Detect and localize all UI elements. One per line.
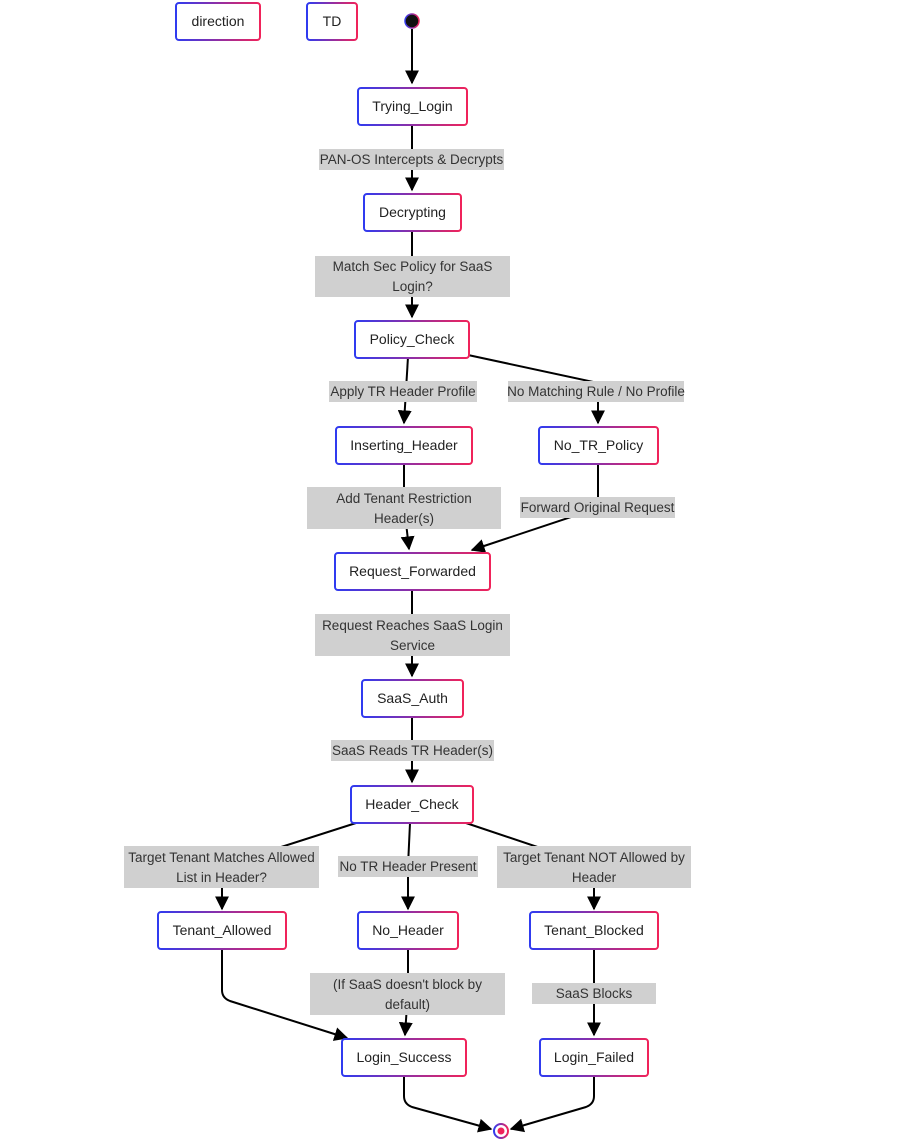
edge-login-success-to-end [403, 1076, 493, 1133]
edge-label-not-allowed: Target Tenant NOT Allowed by Header [497, 846, 691, 888]
edge-label-intercepts-text: PAN-OS Intercepts & Decrypts [320, 152, 504, 167]
state-trying-login: Trying_Login [357, 87, 468, 126]
end-state [493, 1123, 509, 1139]
edge-label-if-saas-line2: default) [385, 997, 430, 1012]
edge-label-no-tr-header-text: No TR Header Present [339, 859, 476, 874]
state-trying-login-label: Trying_Login [372, 98, 452, 114]
edge-label-apply-profile-text: Apply TR Header Profile [330, 384, 475, 399]
edge-label-reaches-saas-line1: Request Reaches SaaS Login [322, 618, 503, 633]
edge-label-match-policy-line2: Login? [392, 279, 433, 294]
edge-label-if-saas-line1: (If SaaS doesn't block by [333, 977, 482, 992]
edge-label-reaches-saas: Request Reaches SaaS Login Service [315, 614, 510, 656]
edge-label-tenant-matches-line2: List in Header? [176, 870, 267, 885]
edge-label-if-saas: (If SaaS doesn't block by default) [310, 973, 505, 1015]
state-login-failed: Login_Failed [539, 1038, 649, 1077]
state-policy-check-label: Policy_Check [370, 331, 456, 347]
state-tenant-allowed-label: Tenant_Allowed [173, 922, 272, 938]
state-no-tr-policy-label: No_TR_Policy [554, 437, 643, 453]
state-login-failed-label: Login_Failed [554, 1049, 634, 1065]
edge-label-no-matching-rule: No Matching Rule / No Profile [507, 381, 685, 402]
edge-tenant-allowed-to-login-success [221, 949, 349, 1041]
edge-label-reads-header-text: SaaS Reads TR Header(s) [332, 743, 493, 758]
state-login-success: Login_Success [341, 1038, 467, 1077]
edge-label-not-allowed-line2: Header [572, 870, 617, 885]
state-tenant-blocked-label: Tenant_Blocked [544, 922, 644, 938]
state-tenant-blocked: Tenant_Blocked [529, 911, 659, 950]
edge-label-no-tr-header: No TR Header Present [338, 856, 478, 877]
state-no-tr-policy: No_TR_Policy [538, 426, 659, 465]
edge-label-not-allowed-line1: Target Tenant NOT Allowed by [503, 850, 685, 865]
state-inserting-header: Inserting_Header [335, 426, 473, 465]
state-request-forwarded-label: Request_Forwarded [349, 563, 476, 579]
state-request-forwarded: Request_Forwarded [334, 552, 491, 591]
edge-label-add-header-line2: Header(s) [374, 511, 434, 526]
edge-label-add-header-line1: Add Tenant Restriction [336, 491, 472, 506]
edge-label-no-matching-rule-text: No Matching Rule / No Profile [507, 384, 685, 399]
edge-label-apply-profile: Apply TR Header Profile [329, 381, 477, 402]
state-policy-check: Policy_Check [354, 320, 470, 359]
state-saas-auth: SaaS_Auth [361, 679, 464, 718]
edge-label-intercepts: PAN-OS Intercepts & Decrypts [319, 149, 504, 170]
start-state [404, 13, 420, 29]
state-no-header: No_Header [357, 911, 459, 950]
state-header-check: Header_Check [350, 785, 474, 824]
edge-login-failed-to-end [509, 1076, 595, 1133]
state-decrypting-label: Decrypting [379, 204, 446, 220]
state-login-success-label: Login_Success [357, 1049, 452, 1065]
edge-label-saas-blocks: SaaS Blocks [532, 983, 656, 1004]
edge-label-match-policy-line1: Match Sec Policy for SaaS [333, 259, 493, 274]
edge-label-forward-original-text: Forward Original Request [521, 500, 675, 515]
edge-label-tenant-matches: Target Tenant Matches Allowed List in He… [124, 846, 319, 888]
edge-label-reaches-saas-line2: Service [390, 638, 435, 653]
edge-label-forward-original: Forward Original Request [520, 497, 675, 518]
state-saas-auth-label: SaaS_Auth [377, 690, 448, 706]
legend-direction: direction [175, 2, 261, 41]
state-tenant-allowed: Tenant_Allowed [157, 911, 287, 950]
state-no-header-label: No_Header [372, 922, 444, 938]
state-inserting-header-label: Inserting_Header [350, 437, 458, 453]
edge-label-reads-header: SaaS Reads TR Header(s) [331, 740, 494, 761]
edge-label-add-header: Add Tenant Restriction Header(s) [307, 487, 501, 529]
edge-labels: PAN-OS Intercepts & Decrypts Match Sec P… [124, 149, 691, 1015]
edge-label-tenant-matches-line1: Target Tenant Matches Allowed [128, 850, 315, 865]
legend-td-label: TD [323, 13, 342, 29]
state-header-check-label: Header_Check [365, 796, 459, 812]
edge-label-match-policy: Match Sec Policy for SaaS Login? [315, 256, 510, 297]
legend-direction-label: direction [192, 13, 245, 29]
edge-label-saas-blocks-text: SaaS Blocks [556, 986, 633, 1001]
state-decrypting: Decrypting [363, 193, 462, 232]
legend-td: TD [306, 2, 358, 41]
